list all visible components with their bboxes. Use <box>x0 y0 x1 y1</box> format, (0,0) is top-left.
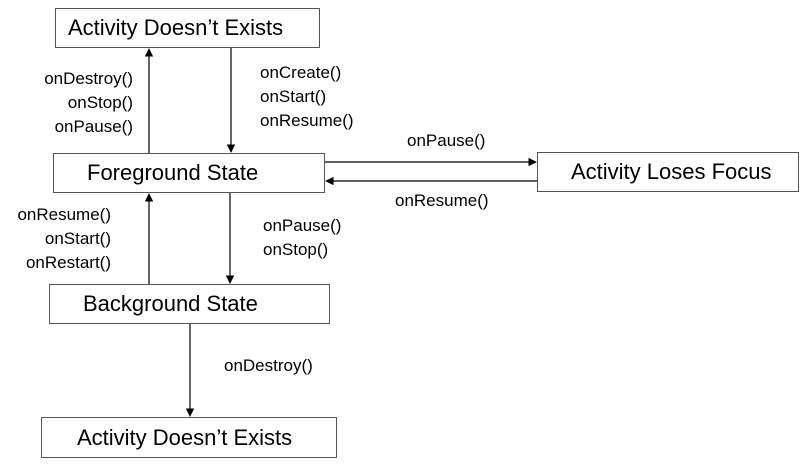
edge-label-top-to-foreground: onCreate() onStart() onResume() <box>260 61 354 133</box>
node-foreground-state: Foreground State <box>53 153 325 193</box>
callback-label: onStop() <box>263 240 329 259</box>
node-label: Activity Doesn’t Exists <box>77 424 293 450</box>
callback-label: onDestroy() <box>44 69 133 88</box>
edge-label-loses-focus-to-foreground: onResume() <box>395 189 489 213</box>
edge-label-foreground-to-top: onDestroy() onStop() onPause() <box>0 67 133 139</box>
callback-label: onResume() <box>395 191 489 210</box>
callback-label: onRestart() <box>25 253 111 272</box>
edge-label-foreground-to-background: onPause() onStop() <box>263 214 341 262</box>
callback-label: onStart() <box>260 87 327 106</box>
callback-label: onResume() <box>260 111 354 130</box>
node-background-state: Background State <box>49 284 330 324</box>
callback-label: onDestroy() <box>224 356 313 375</box>
node-activity-doesnt-exist-bottom: Activity Doesn’t Exists <box>41 417 337 458</box>
node-activity-doesnt-exist-top: Activity Doesn’t Exists <box>55 8 320 48</box>
node-label: Activity Loses Focus <box>571 159 772 184</box>
callback-label: onStop() <box>67 93 133 112</box>
node-label: Foreground State <box>87 160 259 185</box>
edge-label-background-to-bottom: onDestroy() <box>224 354 313 378</box>
node-label: Activity Doesn’t Exists <box>68 15 284 40</box>
node-label: Background State <box>83 291 258 316</box>
callback-label: onCreate() <box>260 63 342 82</box>
callback-label: onStart() <box>44 229 111 248</box>
edge-label-background-to-foreground: onResume() onStart() onRestart() <box>0 203 111 275</box>
callback-label: onResume() <box>17 205 111 224</box>
edge-label-foreground-to-loses-focus: onPause() <box>407 129 485 153</box>
callback-label: onPause() <box>263 216 342 235</box>
node-activity-loses-focus: Activity Loses Focus <box>537 152 799 192</box>
callback-label: onPause() <box>407 131 486 150</box>
callback-label: onPause() <box>54 117 133 136</box>
